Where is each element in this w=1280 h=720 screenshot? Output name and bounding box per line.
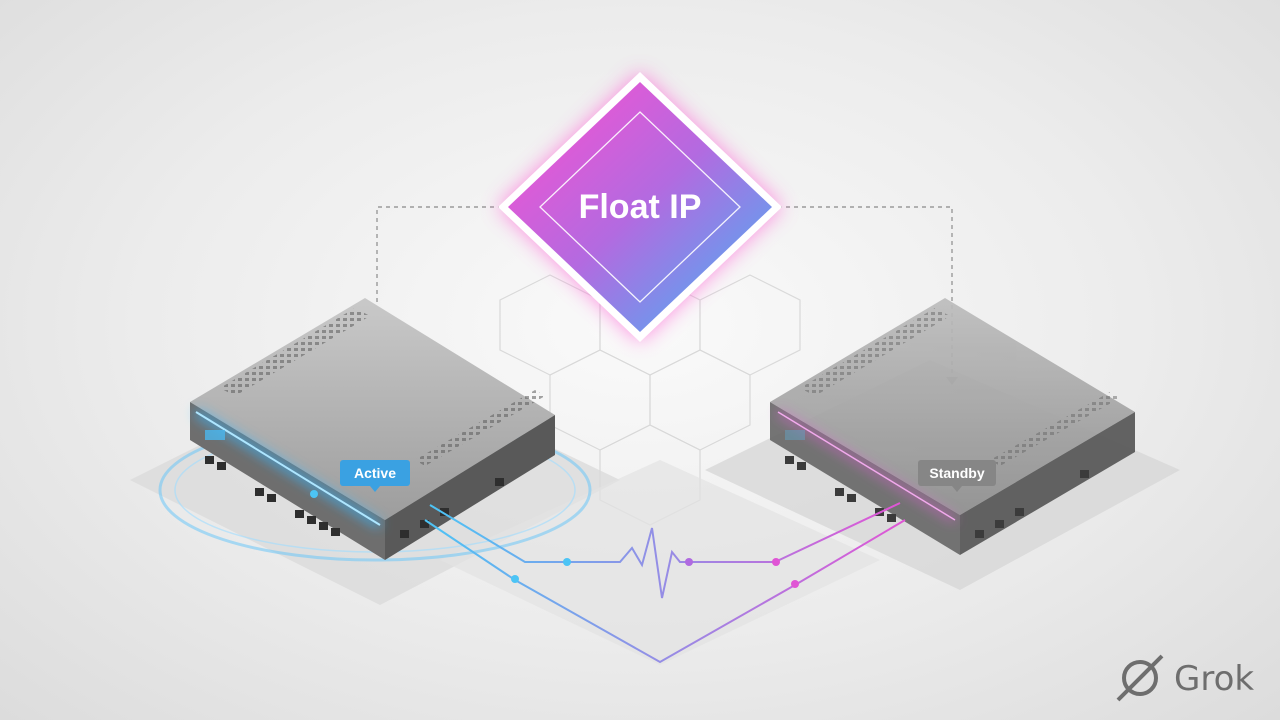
grok-logo-icon (1116, 654, 1164, 702)
center-platform (440, 460, 880, 665)
float-ip-label: Float IP (579, 188, 702, 226)
grok-wordmark: Grok (1174, 659, 1254, 699)
link-nodes (511, 558, 799, 588)
active-status-badge: Active (340, 460, 410, 492)
active-server (158, 298, 592, 562)
float-ip-node: Float IP (498, 72, 782, 342)
heartbeat-link (424, 502, 906, 664)
standby-status-badge: Standby (918, 460, 996, 492)
standby-server (770, 298, 1135, 555)
active-label: Active (354, 465, 396, 481)
standby-label: Standby (929, 465, 984, 481)
grok-watermark: Grok (1116, 654, 1254, 702)
